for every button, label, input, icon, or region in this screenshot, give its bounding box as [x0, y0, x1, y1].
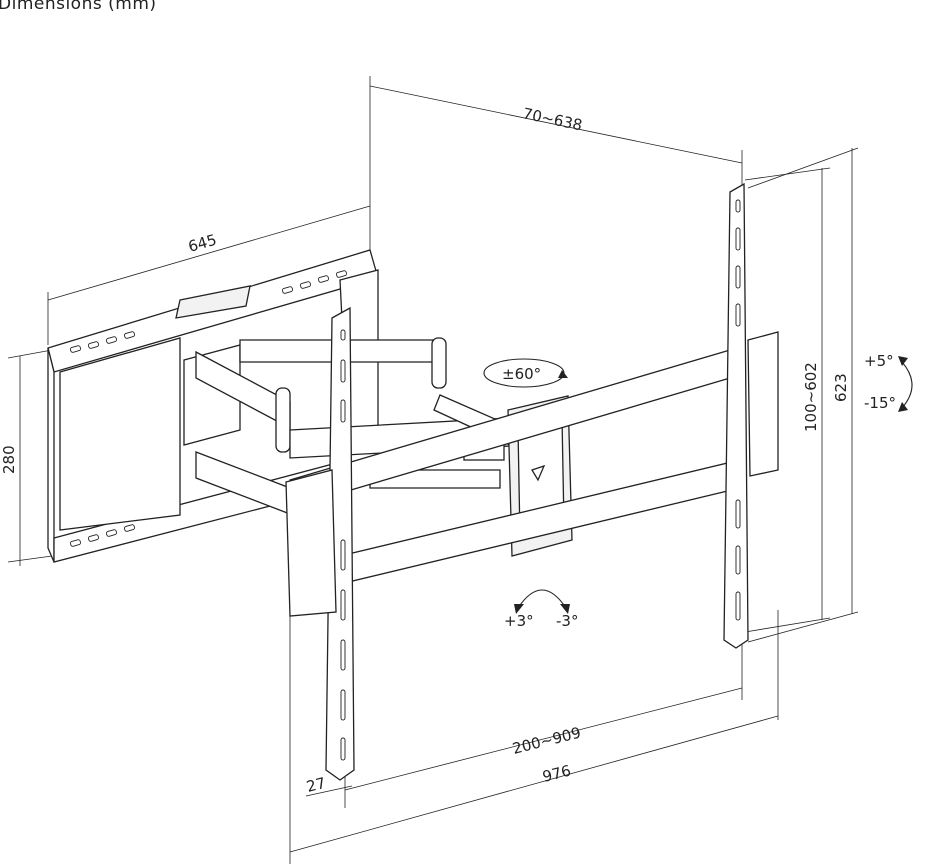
level-arrow-icon — [514, 589, 570, 614]
dim-vesa-vertical: 100~602 — [802, 362, 820, 432]
dimension-lines — [7, 76, 859, 864]
diagram-title: Dimensions (mm) — [0, 0, 157, 14]
dim-wall-plate-height: 280 — [0, 445, 18, 474]
wall-plate — [47, 249, 379, 563]
articulating-arms — [183, 337, 521, 515]
tilt-down-label: -15° — [864, 394, 896, 412]
left-bar-slots — [340, 329, 346, 761]
level-plus-label: +3° — [504, 612, 534, 630]
dim-wall-plate-width: 645 — [186, 231, 218, 256]
swivel-arrow-icon — [483, 358, 568, 388]
swivel-label: ±60° — [502, 365, 541, 383]
right-vertical-bar — [723, 182, 779, 649]
tilt-up-label: +5° — [864, 352, 894, 370]
right-bar-slots — [735, 199, 741, 621]
tilt-arrow-icon — [898, 356, 913, 412]
dim-vesa-horizontal: 200~909 — [511, 724, 583, 758]
dim-overall-height: 623 — [832, 373, 850, 402]
dim-overall-width: 976 — [541, 761, 573, 785]
level-minus-label: -3° — [556, 612, 578, 630]
dim-profile-depth: 27 — [305, 774, 328, 796]
left-vertical-bar — [285, 306, 355, 781]
dim-arm-extension: 70~638 — [521, 104, 584, 134]
